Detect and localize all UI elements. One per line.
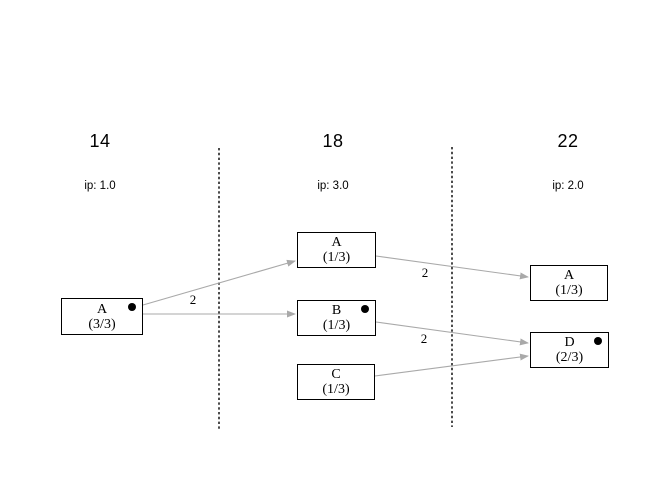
node-frame18-C[interactable]: C (1/3) [297, 364, 375, 400]
dot-marker-icon [128, 303, 136, 311]
node-fraction: (2/3) [555, 350, 584, 365]
edge-weight-label: 2 [422, 265, 429, 280]
ip-value-frame-14: ip: 1.0 [84, 180, 116, 192]
edge-frame18-A-to-frame22-A [375, 255, 529, 280]
node-frame22-D[interactable]: D (2/3) [530, 332, 609, 368]
edge-weight-label: 2 [421, 331, 428, 346]
node-label: A [96, 301, 108, 317]
node-frame14-A[interactable]: A (3/3) [61, 298, 143, 335]
node-fraction: (1/3) [322, 318, 351, 333]
node-frame18-A[interactable]: A (1/3) [297, 232, 376, 268]
ip-value-frame-22: ip: 2.0 [552, 180, 584, 192]
edge-frame14-A-to-frame18-A [142, 259, 296, 306]
ip-value-frame-18: ip: 3.0 [317, 180, 349, 192]
node-label: D [564, 335, 575, 350]
node-fraction: (1/3) [322, 382, 350, 397]
edge-frame18-C-to-frame22-D [374, 353, 529, 377]
frame-header-14: 14 [89, 131, 111, 151]
edge-frame18-B-to-frame22-D [375, 321, 529, 346]
node-label: C [331, 367, 341, 382]
node-frame22-A[interactable]: A (1/3) [530, 265, 608, 301]
node-fraction: (3/3) [88, 316, 116, 332]
frame-header-18: 18 [322, 131, 344, 151]
edge-weight-label: 2 [190, 292, 197, 307]
node-label: B [331, 303, 342, 318]
dot-marker-icon [594, 337, 602, 345]
frame-header-22: 22 [557, 131, 579, 151]
node-label: A [563, 268, 575, 283]
node-fraction: (1/3) [322, 250, 351, 265]
node-frame18-B[interactable]: B (1/3) [297, 300, 376, 336]
node-fraction: (1/3) [555, 283, 583, 298]
dot-marker-icon [361, 305, 369, 313]
node-label: A [331, 235, 342, 250]
